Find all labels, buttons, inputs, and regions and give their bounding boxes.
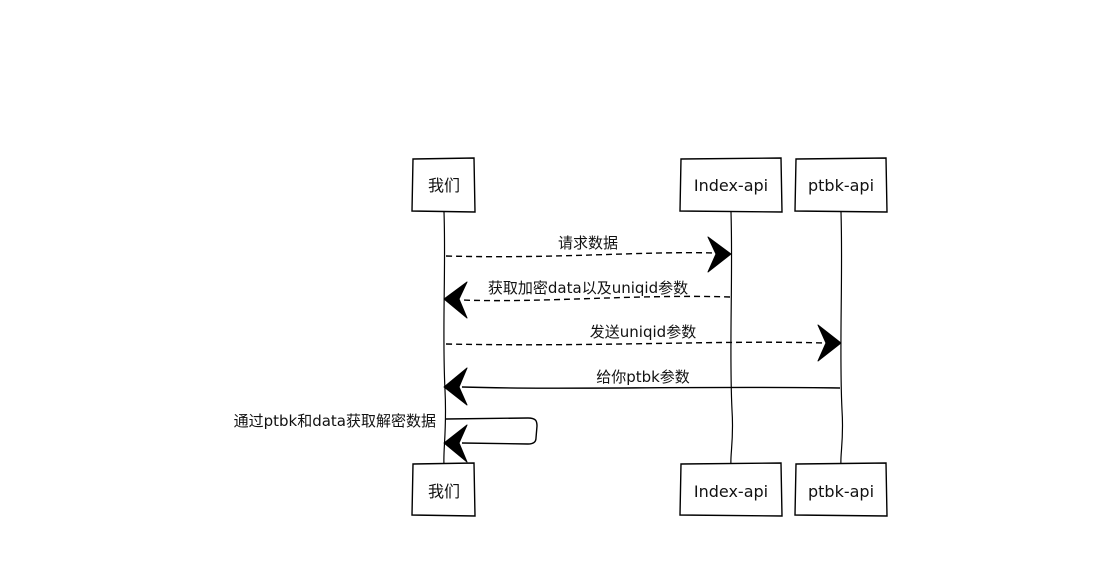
participant-index-api-bottom: Index-api bbox=[679, 462, 783, 517]
arrow-head-left bbox=[443, 367, 468, 406]
participant-index-api-top-label: Index-api bbox=[694, 176, 768, 195]
participant-ptbk-api-bottom: ptbk-api bbox=[794, 462, 888, 517]
participant-ptbk-api-top: ptbk-api bbox=[794, 157, 888, 213]
arrow-head-right bbox=[707, 236, 732, 273]
message-request-data-label: 请求数据 bbox=[558, 234, 618, 252]
lifeline-index-api bbox=[730, 211, 734, 466]
participant-us-top-label: 我们 bbox=[428, 176, 460, 195]
participant-index-api-bottom-label: Index-api bbox=[694, 482, 768, 501]
arrow-head-left bbox=[443, 281, 468, 319]
participant-us-bottom: 我们 bbox=[411, 462, 476, 517]
participant-ptbk-api-top-label: ptbk-api bbox=[808, 176, 874, 195]
lifeline-ptbk-api bbox=[840, 211, 844, 466]
participant-us-bottom-label: 我们 bbox=[428, 482, 460, 501]
arrow-head-right bbox=[817, 324, 842, 362]
message-get-encrypted-label: 获取加密data以及uniqid参数 bbox=[488, 279, 688, 297]
arrow-head-left bbox=[443, 424, 468, 463]
message-give-ptbk: 给你ptbk参数 bbox=[443, 367, 841, 406]
participant-ptbk-api-bottom-label: ptbk-api bbox=[808, 482, 874, 501]
lifeline-us bbox=[443, 211, 447, 466]
participant-index-api-top: Index-api bbox=[679, 157, 783, 213]
message-get-encrypted: 获取加密data以及uniqid参数 bbox=[443, 279, 731, 319]
message-give-ptbk-label: 给你ptbk参数 bbox=[596, 368, 690, 386]
message-send-uniqid: 发送uniqid参数 bbox=[445, 323, 842, 362]
message-decrypt-self: 通过ptbk和data获取解密数据 bbox=[234, 412, 538, 463]
message-request-data: 请求数据 bbox=[445, 234, 732, 273]
message-decrypt-label: 通过ptbk和data获取解密数据 bbox=[234, 412, 436, 430]
message-send-uniqid-label: 发送uniqid参数 bbox=[590, 323, 696, 341]
participant-us-top: 我们 bbox=[411, 157, 476, 213]
